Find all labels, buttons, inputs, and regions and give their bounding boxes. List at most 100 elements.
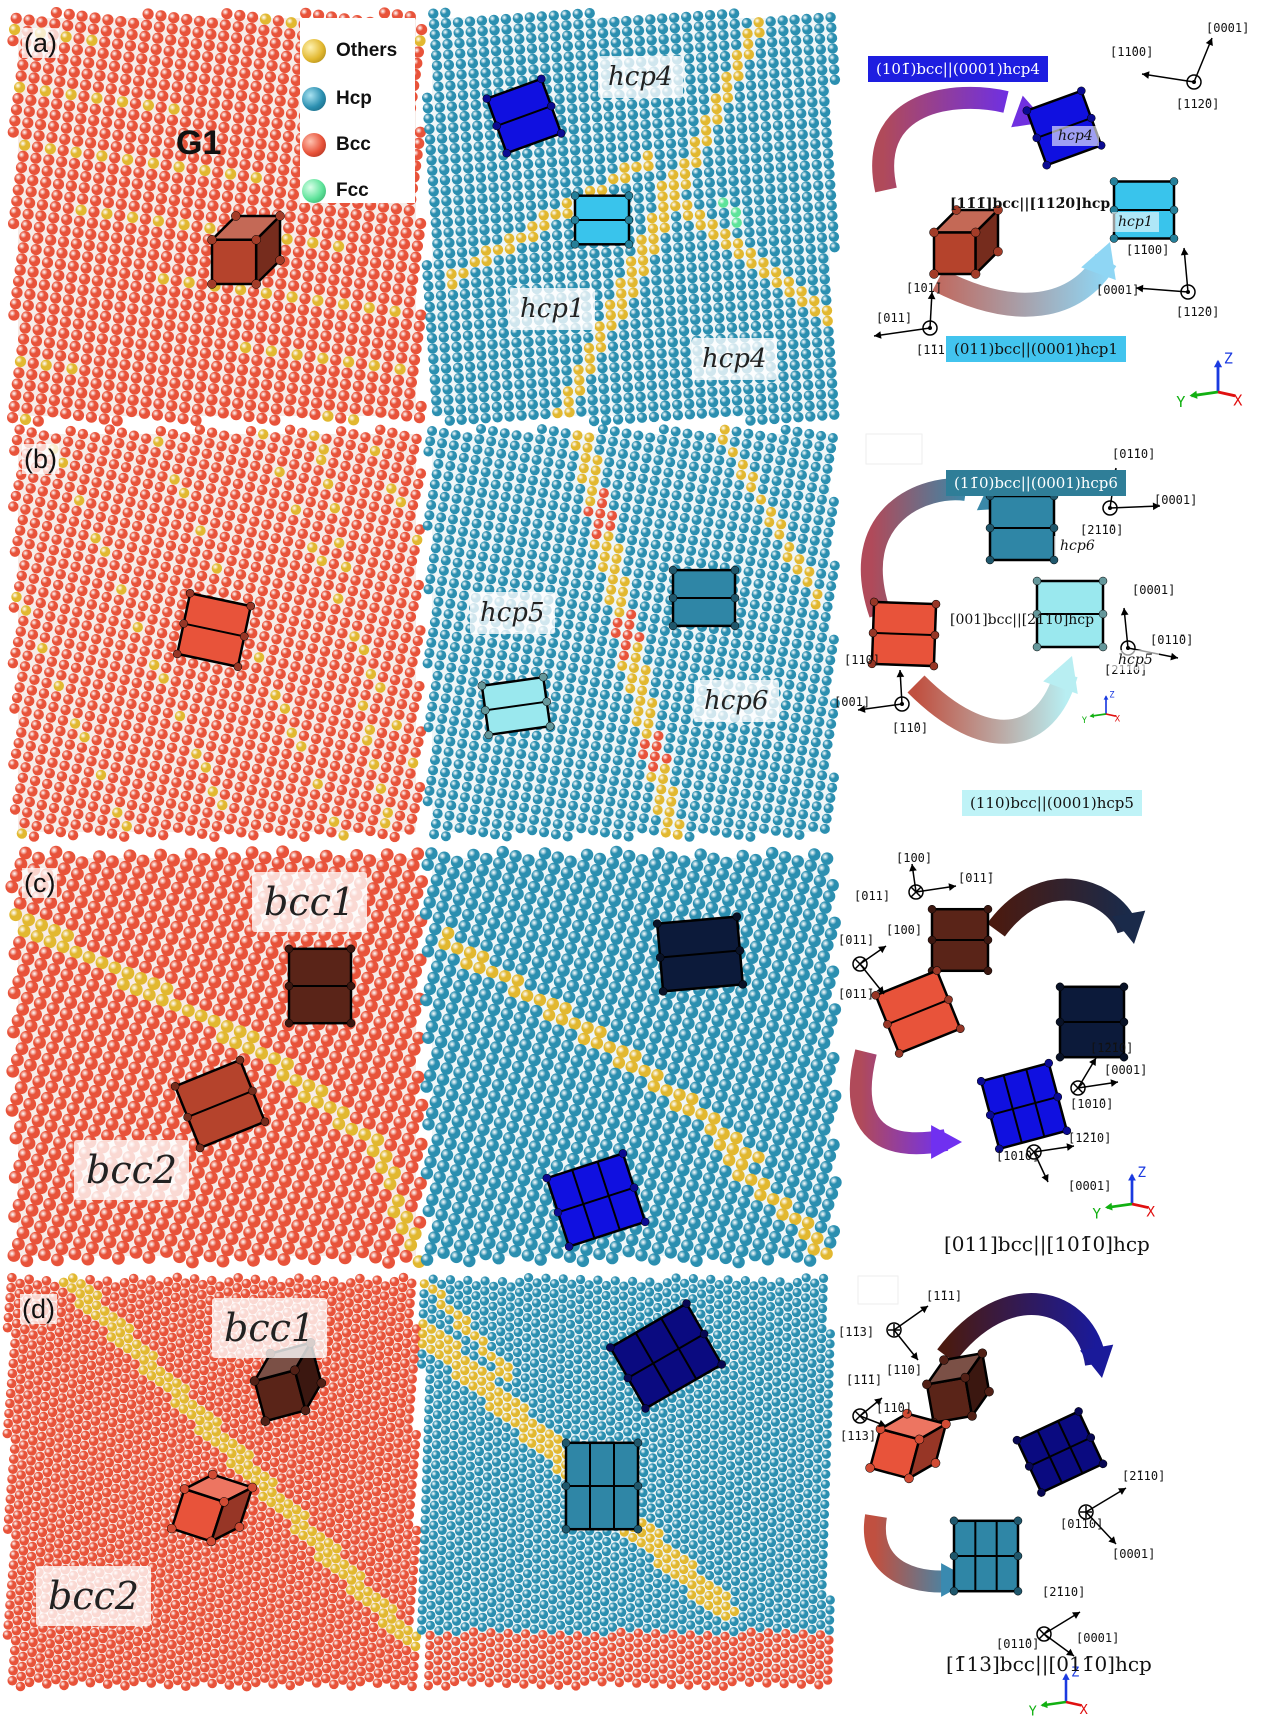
dir-c-2: [011̄] [958,871,994,885]
legend-bcc-label: Bcc [336,134,371,155]
banner-b-bottom: (110)bcc||(0001)hcp5 [962,790,1142,816]
panel-d-hcp [417,1273,835,1691]
dir-d-8: [0001] [1112,1547,1155,1561]
dir-b-3: [0001] [1132,583,1175,597]
dir-a-8: [1̄11̄] [916,343,952,357]
coord-d-hcp-deep [1078,1487,1127,1545]
axis-y-label: Y [1092,1206,1101,1222]
axes-c [1105,1173,1149,1211]
atom-field-d-bcc [2,1272,422,1692]
atom-field-c-bcc [5,845,429,1269]
diag-cube-c-bcc1 [927,904,993,976]
axis-x-label: X [1115,715,1121,725]
dir-b-2: [21̄1̄0] [1080,523,1123,537]
legend-others-label: Others [336,40,398,61]
coord-a-hcp1 [1135,247,1196,300]
tag-d-bcc2: bcc2 [36,1566,152,1626]
arrow-b-bottom [907,656,1078,744]
dir-a-4: [0001] [1096,283,1139,297]
others-dot-icon [302,39,326,63]
cube-d-hcp-deep [606,1299,726,1413]
legend-fcc: Fcc [302,176,369,206]
diag-cube-b-hcp5 [1032,576,1108,652]
cube-c-bcc1 [284,944,356,1028]
cube-a-bcc [207,211,285,289]
dir-d-5: [113] [840,1429,876,1443]
tag-b-hcp5: hcp5 [470,592,555,634]
atom-field-d-hcp [417,1273,835,1691]
legend-hcp: Hcp [302,84,372,114]
dir-a-2: [112̄0] [1176,97,1219,111]
coord-c-hcp-navy [1070,1057,1119,1096]
dir-a-6: [101̄] [906,281,942,295]
diag-cube-d-bcc2 [865,1408,951,1484]
diag-cube-c-hcp-blue [976,1058,1072,1154]
legend: Others Hcp Bcc Fcc [300,18,415,203]
cube-c-hcp-navy [652,912,748,996]
grain-label-g1: G1 [176,124,222,162]
tag-a-hcp4-bottom: hcp4 [692,338,777,380]
arrow-a-bottom [932,242,1117,317]
dir-c-9: [1̄2̄10] [1068,1131,1111,1145]
dir-d-10: [011̄0] [996,1637,1039,1651]
atom-field-c-hcp [419,845,842,1269]
axis-x-label: X [1233,391,1242,409]
cube-tag-hcp6: hcp6 [1054,536,1101,556]
diag-cube-c-hcp-navy [1055,982,1129,1062]
axis-x-label: X [1080,1702,1089,1718]
cube-b-bcc [172,588,256,672]
dir-a-5: [112̄0] [1176,305,1219,319]
diag-cube-b-bcc [867,597,941,671]
cube-tag-hcp1: hcp1 [1112,212,1159,232]
axes-a [1189,359,1236,399]
coord-a-hcp4 [1141,37,1213,90]
tag-c-bcc2: bcc2 [74,1140,190,1200]
axes-d [1040,1673,1082,1709]
bcc-dot-icon [302,133,326,157]
axis-z-label: Z [1071,1665,1079,1681]
cube-tag-hcp4: hcp4 [1052,126,1099,146]
dir-b-4: [011̄0] [1150,633,1193,647]
dir-c-0: [100] [896,851,932,865]
axis-z-label: Z [1109,691,1115,701]
diag-cube-b-hcp6 [985,491,1059,565]
diag-cube-c-bcc2 [871,966,965,1058]
relation-c: [011]bcc||[101̄0]hcp [944,1232,1150,1256]
coord-c-hcp-blue [1026,1143,1075,1183]
dir-c-7: [0001] [1104,1063,1147,1077]
dir-b-0: [01̄10] [1112,447,1155,461]
axis-x-label: X [1146,1205,1155,1221]
dir-a-0: [0001] [1206,21,1249,35]
diag-cube-d-hcp-deep [1012,1407,1108,1497]
arrow-a-top [872,86,1046,193]
coord-c-bcc2 [852,945,887,995]
banner-b-top: (11̄0)bcc||(0001)hcp6 [946,470,1126,496]
diagram-c: [100][011][011̄][011][100][011̄][1̄2̄10]… [838,851,1155,1222]
relation-d: [1̄13]bcc||[011̄0]hcp [946,1652,1152,1676]
axis-y-label: Y [1082,716,1088,726]
banner-a-bottom: (011)bcc||(0001)hcp1 [946,336,1126,362]
dir-d-1: [1̄13] [838,1325,874,1339]
coord-b-bcc [857,669,910,713]
tag-a-hcp4-top: hcp4 [598,56,683,98]
dir-d-3: [1̄1̄1] [846,1373,882,1387]
dir-c-4: [100] [886,923,922,937]
banner-a-top: (101̄)bcc||(0001)hcp4 [868,56,1048,82]
legend-others: Others [302,36,397,66]
panel-label-c: (c) [22,868,58,898]
atom-field-b-bcc [7,424,427,843]
arrow-d-top [937,1293,1114,1378]
dir-d-4: [11̄0] [876,1401,912,1415]
dir-b-1: [0001] [1154,493,1197,507]
dir-b-8: [11̄0] [892,721,928,735]
legend-hcp-label: Hcp [336,88,372,109]
coord-a-bcc [873,291,938,339]
arrow-c-top [987,878,1146,944]
cube-c-hcp-blue [542,1149,650,1251]
dir-c-11: [0001] [1068,1179,1111,1193]
cube-d-bcc2 [166,1469,258,1547]
dir-c-8: [101̄0] [1070,1097,1113,1111]
tag-b-hcp6: hcp6 [694,680,779,722]
coord-c-bcc1 [908,863,957,900]
arrow-c-bottom [849,1049,962,1159]
